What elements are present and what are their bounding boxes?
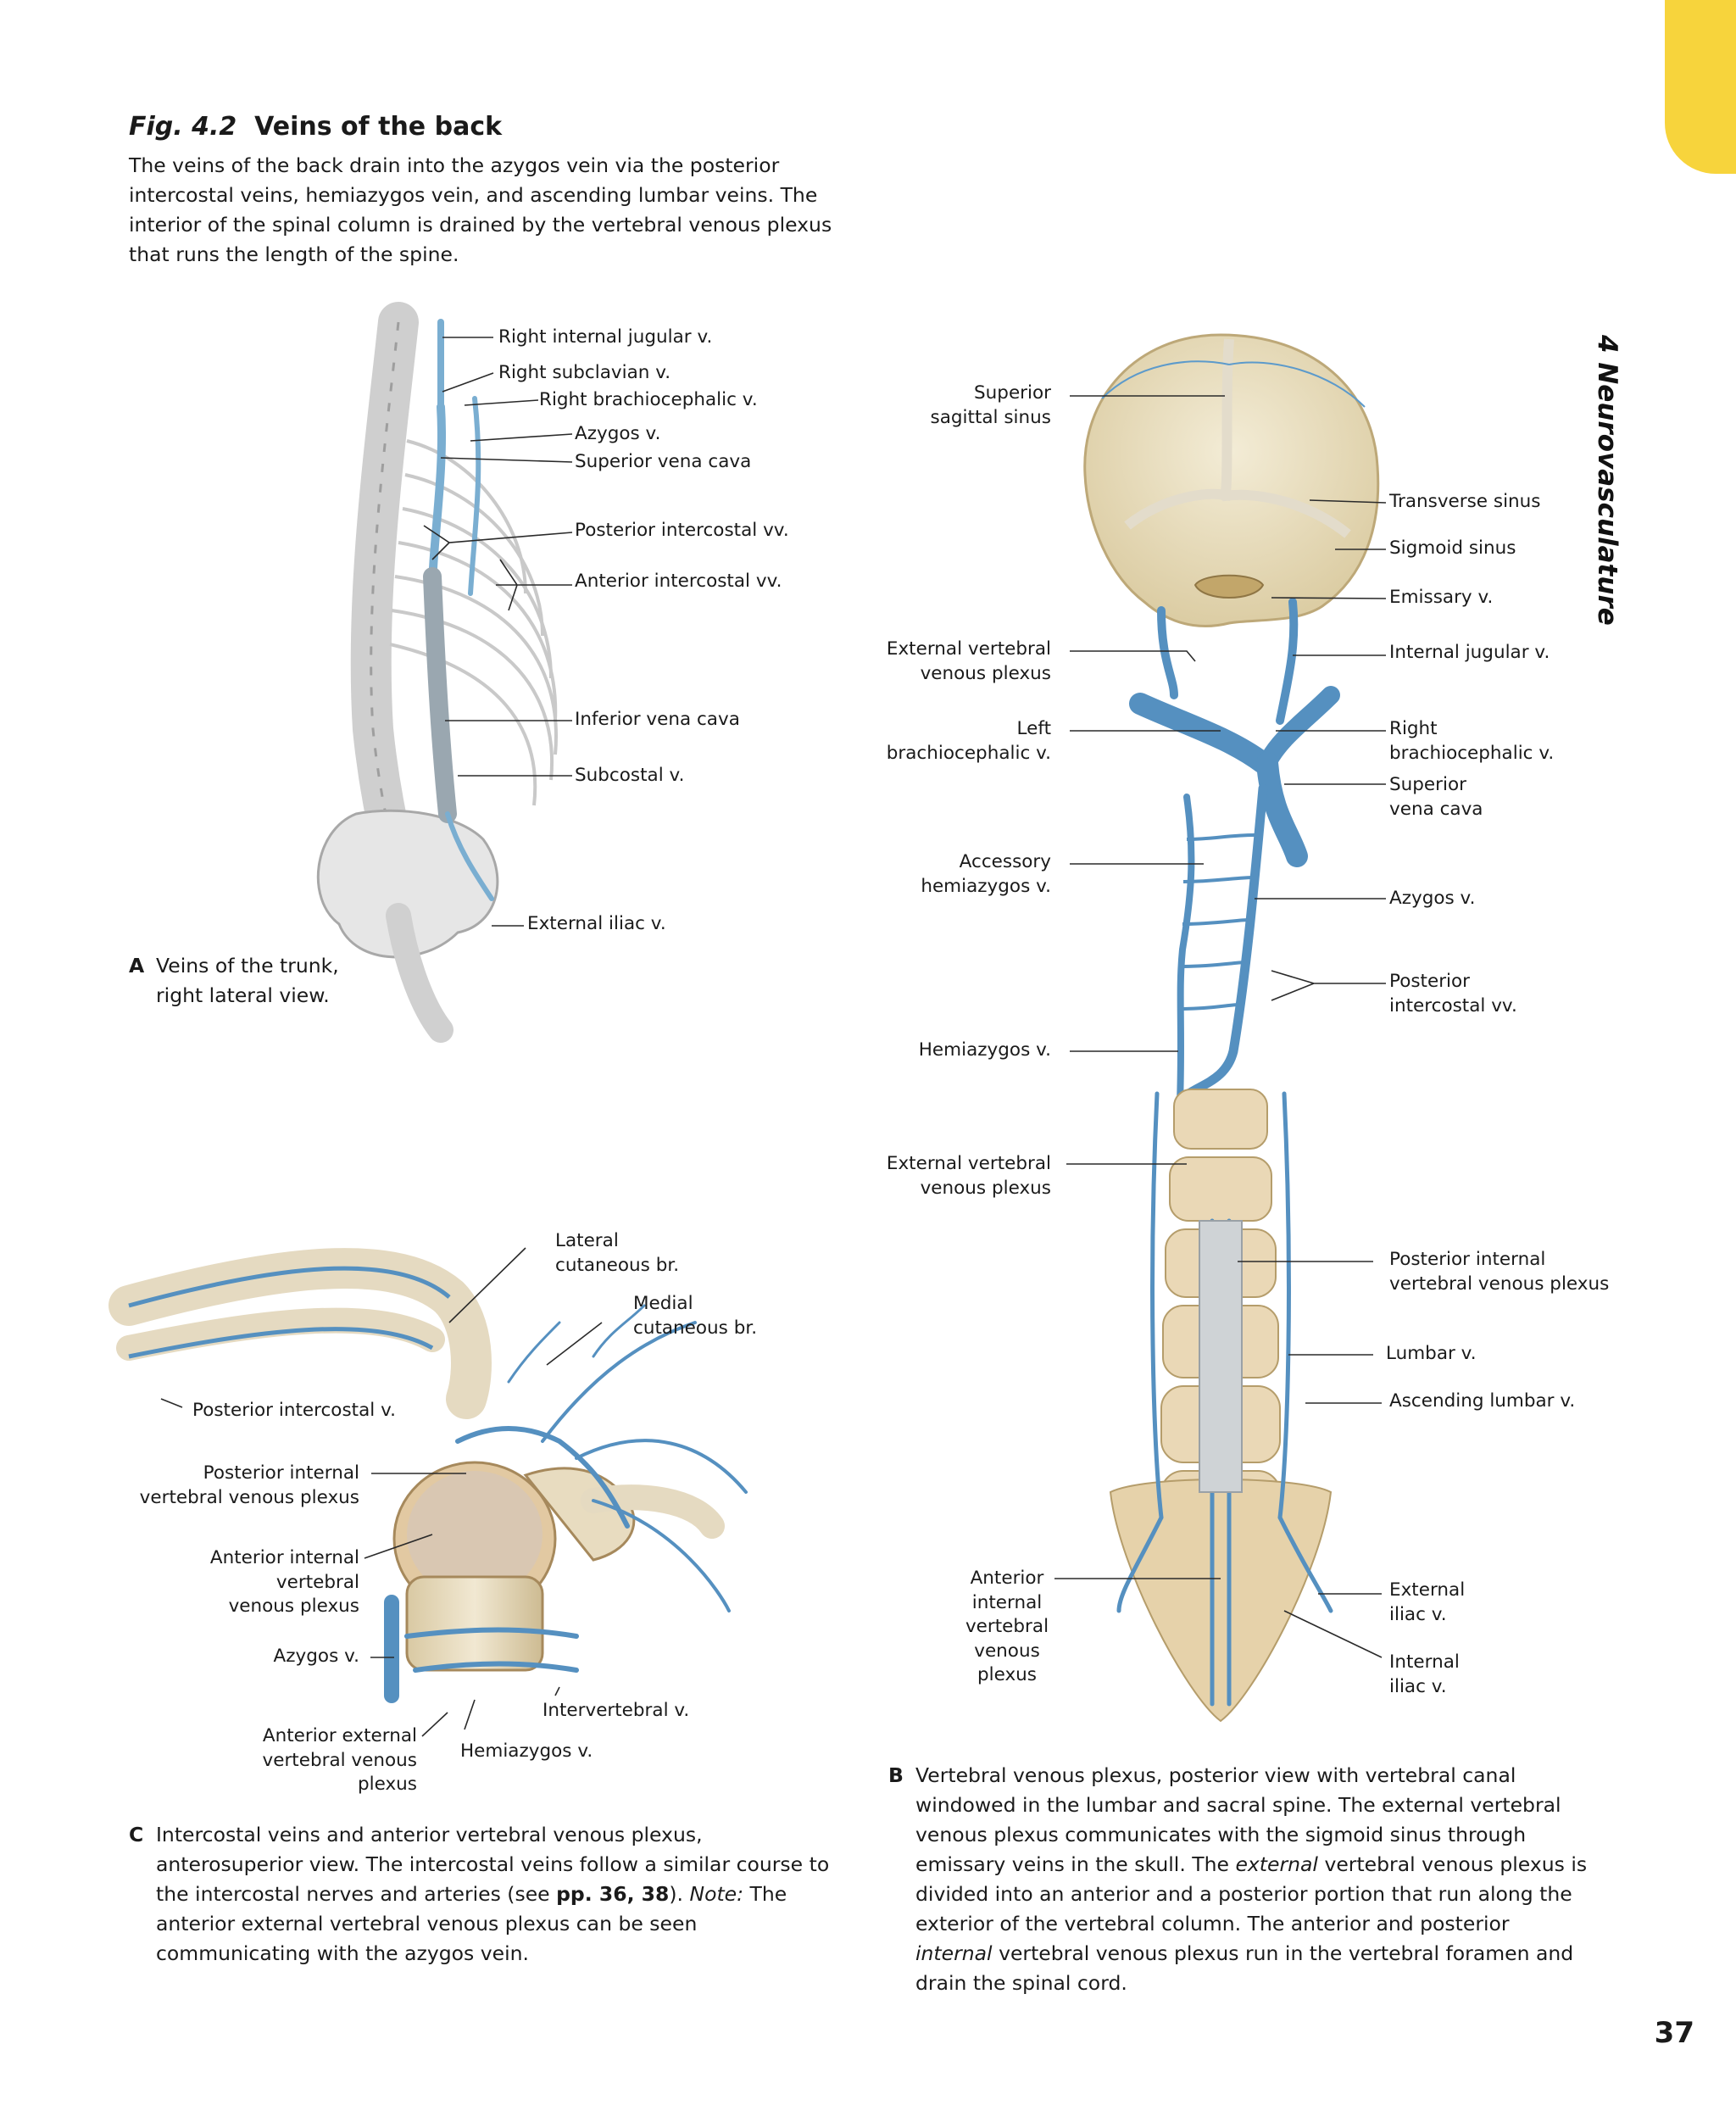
label-superior-vena-cava-b: Superior vena cava [1389, 774, 1483, 820]
figure-number: Fig. 4.2 [129, 112, 237, 142]
panel-b-illustration [1083, 333, 1380, 1723]
label-subcostal: Subcostal v. [575, 765, 685, 786]
label-posterior-intercostal-b: Posterior intercostal vv. [1389, 971, 1517, 1016]
label-medial-cutaneous: Medial cutaneous br. [633, 1293, 758, 1339]
label-right-internal-jugular: Right internal jugular v. [498, 326, 713, 348]
figure-intro: The veins of the back drain into the azy… [129, 153, 832, 266]
label-lumbar: Lumbar v. [1386, 1343, 1477, 1364]
caption-a: A Veins of the trunk, right lateral view… [129, 951, 366, 1011]
label-external-iliac-b: External iliac v. [1389, 1579, 1466, 1625]
label-right-brachiocephalic-b: Right brachiocephalic v. [1389, 718, 1555, 764]
label-inferior-vena-cava: Inferior vena cava [575, 709, 740, 730]
label-internal-jugular: Internal jugular v. [1389, 642, 1550, 663]
label-right-brachiocephalic-a: Right brachiocephalic v. [539, 389, 758, 410]
label-intervertebral: Intervertebral v. [542, 1700, 690, 1721]
label-left-brachiocephalic: Left brachiocephalic v. [886, 718, 1051, 764]
label-anterior-intercostal-a: Anterior intercostal vv. [575, 571, 782, 592]
label-ascending-lumbar: Ascending lumbar v. [1389, 1390, 1576, 1412]
caption-b-text: Vertebral venous plexus, posterior view … [915, 1763, 1588, 1995]
figure-title-text: Veins of the back [254, 112, 503, 142]
label-right-subclavian: Right subclavian v. [498, 362, 671, 383]
label-external-iliac-a: External iliac v. [527, 913, 666, 934]
label-superior-vena-cava-a: Superior vena cava [575, 451, 752, 472]
caption-a-letter: A [129, 954, 145, 977]
caption-c-letter: C [129, 1823, 144, 1846]
label-anterior-internal-plexus-c: Anterior internal vertebral venous plexu… [209, 1547, 359, 1617]
label-lateral-cutaneous: Lateral cutaneous br. [555, 1230, 680, 1276]
label-external-vertebral-upper: External vertebral venous plexus [886, 638, 1051, 684]
caption-c-text: Intercostal veins and anterior vertebral… [156, 1823, 830, 1965]
label-accessory-hemiazygos: Accessory hemiazygos v. [921, 851, 1051, 897]
label-transverse-sinus: Transverse sinus [1389, 491, 1541, 512]
label-hemiazygos-c: Hemiazygos v. [460, 1740, 593, 1762]
label-sigmoid-sinus: Sigmoid sinus [1389, 537, 1516, 559]
panel-a-illustration [316, 302, 558, 1043]
label-azygos-a: Azygos v. [575, 423, 661, 444]
label-posterior-intercostal-c: Posterior intercostal v. [192, 1400, 396, 1421]
chapter-tab-background [1665, 0, 1736, 174]
label-internal-iliac: Internal iliac v. [1389, 1651, 1460, 1697]
label-hemiazygos-b: Hemiazygos v. [918, 1039, 1051, 1061]
label-emissary: Emissary v. [1389, 587, 1494, 608]
caption-b-letter: B [888, 1763, 904, 1787]
label-external-vertebral-lower: External vertebral venous plexus [886, 1153, 1051, 1199]
label-posterior-internal-plexus-b: Posterior internal vertebral venous plex… [1389, 1249, 1610, 1295]
label-posterior-internal-plexus-c: Posterior internal vertebral venous plex… [139, 1462, 359, 1508]
leader-lines [160, 337, 1387, 1737]
panel-c-illustration [108, 1248, 748, 1703]
figure-title: Fig. 4.2 Veins of the back [129, 112, 502, 142]
label-azygos-c: Azygos v. [273, 1646, 359, 1667]
label-posterior-intercostal-a: Posterior intercostal vv. [575, 520, 789, 541]
caption-c: C Intercostal veins and anterior vertebr… [129, 1820, 849, 1969]
caption-b: B Vertebral venous plexus, posterior vie… [888, 1761, 1592, 1998]
page-number: 37 [1654, 2016, 1694, 2050]
caption-a-text: Veins of the trunk, right lateral view. [156, 954, 339, 1007]
label-anterior-internal-plexus-b: Anterior internal vertebral venous plexu… [965, 1568, 1049, 1685]
label-anterior-external-plexus: Anterior external vertebral venous plexu… [262, 1725, 417, 1795]
label-azygos-b: Azygos v. [1389, 888, 1476, 909]
label-superior-sagittal-sinus: Superior sagittal sinus [930, 382, 1051, 428]
